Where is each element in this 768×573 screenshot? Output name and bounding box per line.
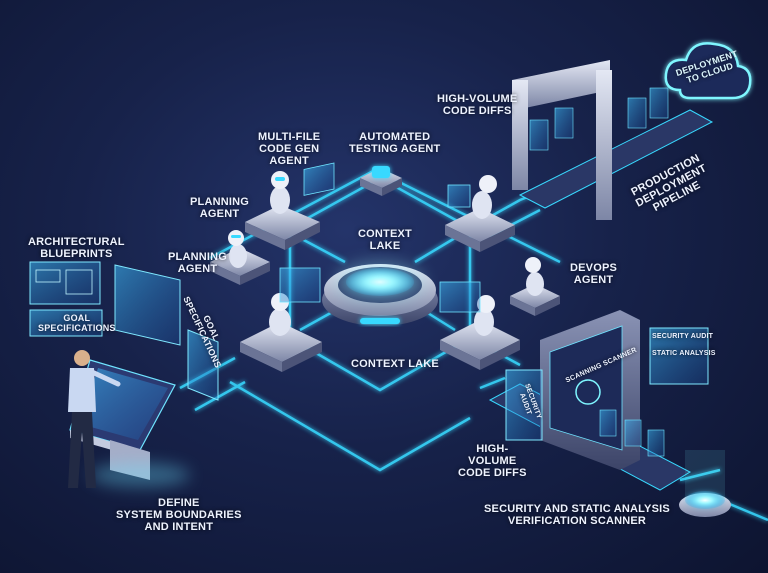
blueprint-holograms — [29, 261, 219, 401]
engineer-figure — [68, 350, 121, 488]
context-lake-hub-label: CONTEXT LAKE — [358, 228, 412, 252]
control-terminal — [69, 359, 190, 487]
planning-agent-platform-left — [210, 230, 270, 285]
planning-agent-left-label: PLANNING AGENT — [168, 251, 228, 275]
high-volume-code-diffs-top-label: HIGH-VOLUME CODE DIFFS — [437, 93, 518, 117]
cloud-icon — [664, 42, 752, 100]
devops-agent-platform — [510, 257, 560, 316]
define-system-boundaries-label: DEFINE SYSTEM BOUNDARIES AND INTENT — [116, 497, 242, 533]
planning-agent-top-label: PLANNING AGENT — [190, 196, 250, 220]
goal-agent-platform — [240, 267, 322, 372]
context-lake-hub — [322, 262, 438, 326]
architectural-blueprints-label: ARCHITECTURAL BLUEPRINTS — [28, 236, 125, 260]
multi-file-codegen-agent-label: MULTI-FILE CODE GEN AGENT — [258, 131, 321, 167]
agent-platforms — [210, 162, 560, 372]
scanner-output-node — [679, 450, 731, 517]
devops-agent-label: DEVOPS AGENT — [570, 262, 618, 286]
context-lake-below-label: CONTEXT LAKE — [351, 358, 439, 370]
security-audit-label-1: SECURITY AUDIT — [652, 333, 714, 340]
automated-testing-agent-label: AUTOMATED TESTING AGENT — [349, 131, 441, 155]
high-volume-code-diffs-bottom-label: HIGH- VOLUME CODE DIFFS — [458, 443, 527, 479]
goal-specifications-panel-label: GOAL SPECIFICATIONS — [38, 313, 116, 333]
security-scanner — [488, 310, 709, 491]
static-analysis-label: STATIC ANALYSIS — [652, 350, 716, 357]
testing-agent-platform — [360, 166, 402, 196]
security-scanner-label: SECURITY AND STATIC ANALYSIS VERIFICATIO… — [484, 503, 670, 527]
codediff-agent-platform — [439, 281, 520, 370]
codegen-agent-platform — [245, 162, 335, 250]
planning-agent-platform-right — [445, 175, 515, 252]
